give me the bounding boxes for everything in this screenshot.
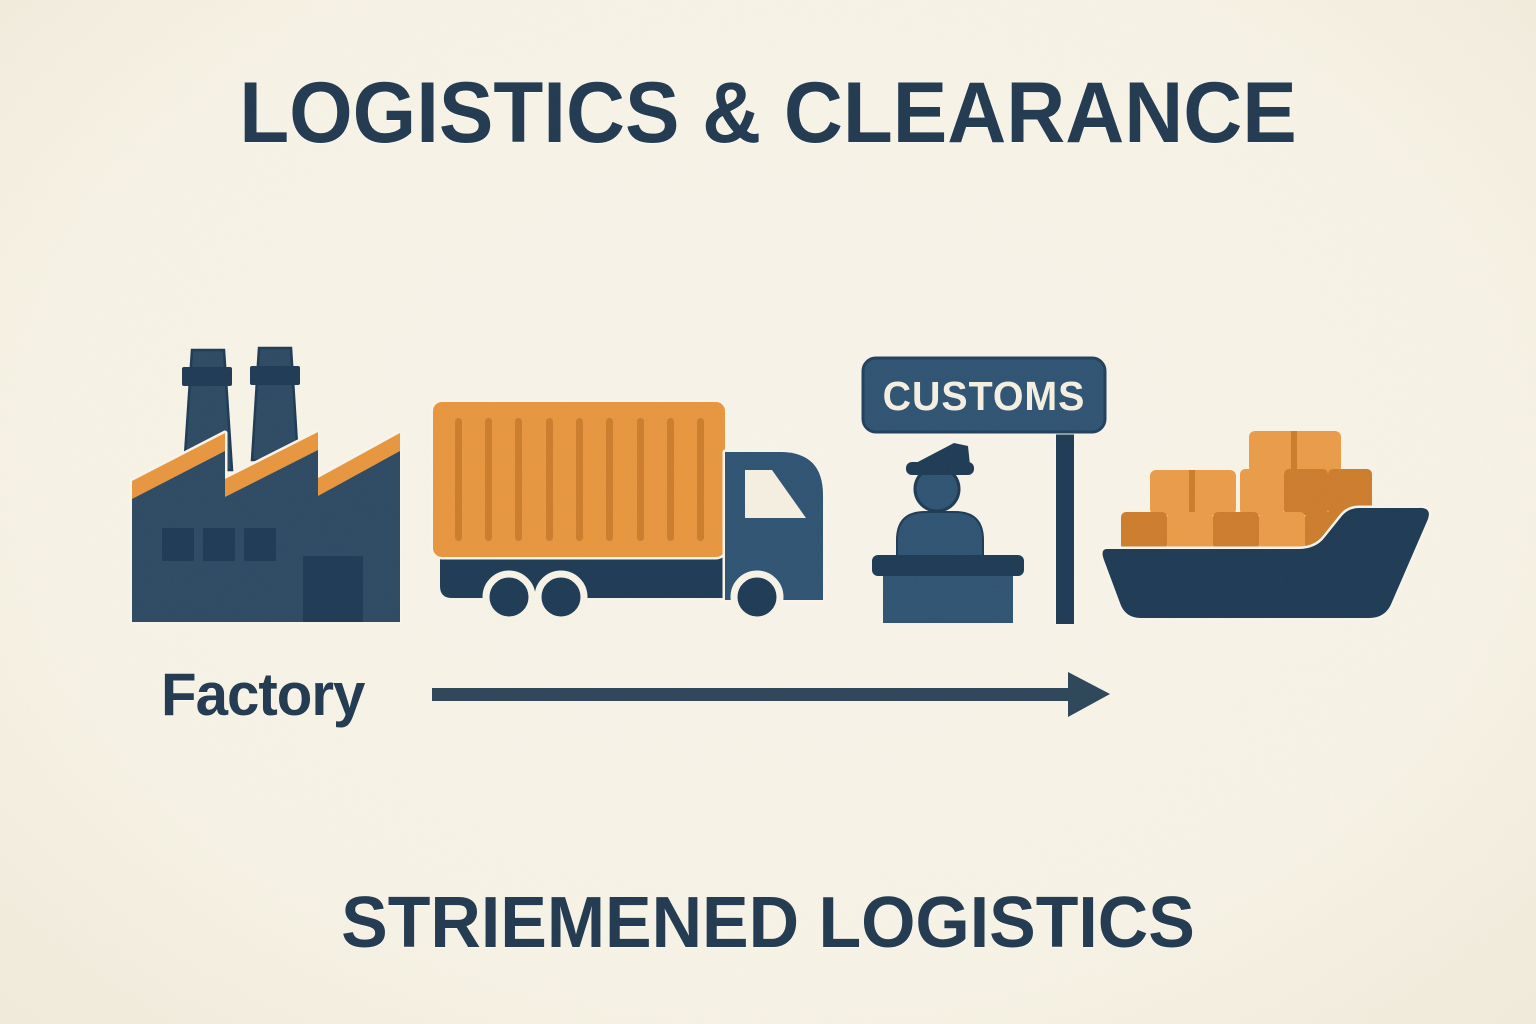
truck-wheel: [482, 570, 536, 624]
factory-window: [244, 528, 276, 561]
cargo-ship-icon: [1100, 431, 1432, 621]
factory-chimney-cap-right: [250, 366, 300, 385]
customs-sign-pole: [1053, 425, 1077, 627]
factory-chimney-cap-left: [182, 367, 232, 386]
customs-officer-cap-top: [912, 443, 970, 465]
flow-arrow: [432, 672, 1110, 717]
page-title: LOGISTICS & CLEARANCE: [239, 65, 1297, 161]
flow-arrow-head: [1068, 672, 1110, 717]
factory-window: [203, 528, 235, 561]
factory-window: [162, 528, 194, 561]
customs-officer-body: [896, 511, 984, 561]
truck-wheel: [534, 570, 588, 624]
flow-arrow-shaft: [432, 688, 1072, 701]
footer-title: STRIEMENED LOGISTICS: [341, 883, 1195, 963]
customs-officer-cap-brim: [906, 462, 974, 475]
cargo-truck-icon: [430, 399, 826, 624]
factory-label: Factory: [161, 661, 365, 728]
factory-icon: [129, 346, 403, 625]
customs-sign-text: CUSTOMS: [882, 373, 1086, 419]
customs-desk-body: [883, 574, 1013, 623]
customs-desk-top: [872, 555, 1024, 576]
factory-door: [303, 556, 363, 622]
truck-wheel: [730, 570, 784, 624]
